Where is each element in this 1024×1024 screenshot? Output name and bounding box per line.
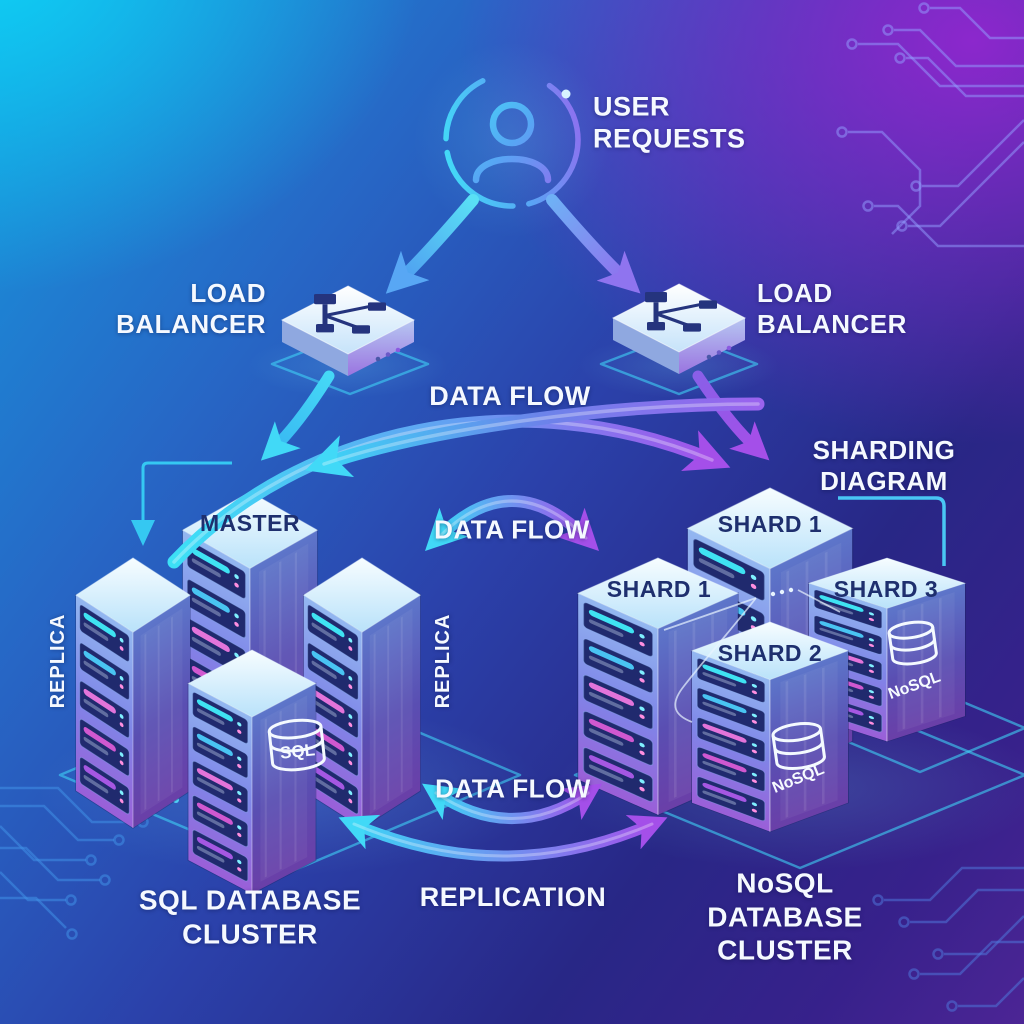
shard1-back-label: SHARD 1 [717, 511, 823, 538]
arrow-user-to-lb-left [385, 194, 479, 294]
circuit-traces-bottom-right [872, 866, 1024, 1012]
load-balancer-left-label: LOAD BALANCER [116, 277, 266, 339]
shard3-label: SHARD 3 [833, 576, 939, 603]
sql-cluster-title: SQL DATABASE CLUSTER [138, 884, 362, 949]
arrow-dataflow-inner [425, 495, 599, 551]
data-flow-top-label: DATA FLOW [429, 380, 591, 411]
arrow-lb-right-to-nosql [692, 370, 770, 461]
nosql-database-icon-shard3 [887, 620, 938, 666]
arrow-lb-left-to-sql [260, 370, 335, 461]
replica-left-label: REPLICA [47, 613, 69, 709]
sql-db-label: SQL [279, 740, 316, 763]
sql-database-icon: SQL [267, 718, 326, 772]
arrow-user-to-lb-right [546, 194, 641, 294]
user-icon [443, 71, 581, 209]
arrow-dataflow-nosql-to-sql [305, 397, 765, 478]
bracket-sharding [838, 496, 946, 566]
shard1-left-label: SHARD 1 [606, 576, 712, 603]
data-flow-bottom-label: DATA FLOW [435, 773, 591, 804]
replica-right-label: REPLICA [432, 613, 454, 709]
shard-connector-lines [663, 587, 841, 723]
user-requests-label: USER REQUESTS [593, 91, 746, 154]
load-balancer-right-label: LOAD BALANCER [757, 277, 907, 339]
replication-label: REPLICATION [419, 881, 607, 912]
master-label: MASTER [199, 510, 301, 537]
data-flow-middle-label: DATA FLOW [434, 514, 590, 545]
nosql-cluster-title: NoSQL DATABASE CLUSTER [707, 867, 863, 966]
bracket-replica-left [131, 461, 232, 546]
sharding-diagram-label: SHARDING DIAGRAM [812, 434, 956, 496]
flow-arrows [167, 194, 770, 862]
circuit-traces-top-right [836, 2, 1024, 248]
arrow-replication [338, 814, 668, 862]
server-tower-sql-front [187, 649, 317, 895]
server-tower-replica-right [303, 557, 421, 829]
server-tower-replica-left [75, 557, 191, 829]
arrow-dataflow-sql-to-nosql [167, 414, 731, 569]
nosql-database-icon-shard2 [771, 722, 826, 770]
shard2-label: SHARD 2 [717, 640, 823, 667]
